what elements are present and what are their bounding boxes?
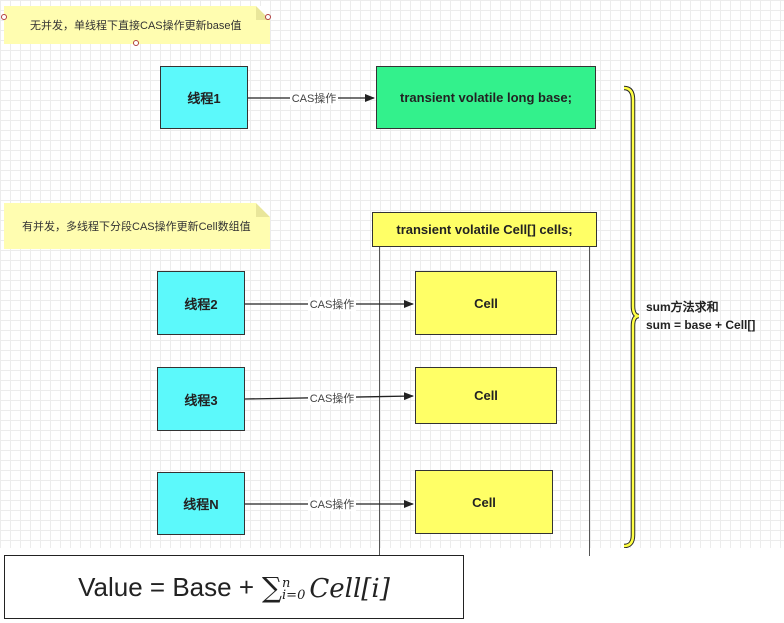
connectors-layer: CAS操作 CAS操作 CAS操作 CAS操作 — [244, 85, 640, 548]
cell-label: Cell — [474, 295, 498, 311]
base-field-box[interactable]: transient volatile long base; — [376, 66, 596, 129]
thread-3-label: 线程3 — [184, 392, 218, 408]
resize-handle-right[interactable] — [265, 14, 271, 20]
sigma-symbol: ∑ — [262, 570, 283, 604]
note-with-concurrency[interactable]: 有并发，多线程下分段CAS操作更新Cell数组值 — [4, 203, 270, 249]
edge-label: CAS操作 — [310, 391, 355, 405]
cells-array-container[interactable] — [379, 246, 590, 556]
note-fold-cutout — [256, 203, 270, 217]
cell-box[interactable]: Cell — [415, 367, 557, 424]
cells-field-label: transient volatile Cell[] cells; — [396, 222, 573, 237]
resize-handle-bottom[interactable] — [133, 40, 139, 46]
edge-thread-n-to-cell[interactable]: CAS操作 — [245, 497, 414, 511]
cell-label: Cell — [474, 388, 498, 403]
thread-3-box[interactable]: 线程3 — [157, 367, 245, 431]
thread-1-label: 线程1 — [187, 91, 221, 106]
cell-label: Cell — [472, 494, 496, 510]
edge-thread-1-to-base[interactable]: CAS操作 — [248, 91, 375, 105]
edge-thread-3-to-cell[interactable]: CAS操作 — [244, 391, 414, 405]
thread-1-box[interactable]: 线程1 — [160, 66, 248, 129]
edge-label: CAS操作 — [292, 91, 337, 105]
sum-upper-limit: n — [282, 575, 291, 591]
resize-handle-left[interactable] — [1, 14, 7, 20]
note-no-concurrency-text: 无并发，单线程下直接CAS操作更新base值 — [30, 20, 242, 32]
formula-term: Cell[i] — [309, 573, 390, 604]
sum-brace[interactable] — [623, 85, 640, 548]
thread-2-label: 线程2 — [184, 296, 218, 312]
base-field-label: transient volatile long base; — [400, 90, 572, 105]
cell-box[interactable]: Cell — [415, 271, 557, 335]
thread-2-box[interactable]: 线程2 — [157, 271, 245, 335]
sum-lower-limit: i=0 — [282, 587, 306, 603]
diagram-canvas: 无并发，单线程下直接CAS操作更新base值 有并发，多线程下分段CAS操作更新… — [0, 0, 784, 556]
sum-line-1: sum方法求和 — [646, 300, 719, 314]
edge-label: CAS操作 — [310, 497, 355, 511]
edge-thread-2-to-cell[interactable]: CAS操作 — [245, 297, 414, 311]
cells-field-header[interactable]: transient volatile Cell[] cells; — [372, 212, 597, 247]
sum-line-2: sum = base + Cell[] — [646, 318, 756, 332]
thread-n-box[interactable]: 线程N — [157, 472, 245, 535]
thread-n-label: 线程N — [183, 497, 219, 512]
sum-description: sum方法求和 sum = base + Cell[] — [646, 298, 755, 334]
edge-label: CAS操作 — [310, 297, 355, 311]
cell-box[interactable]: Cell — [415, 470, 553, 534]
formula-prefix: Value = Base + — [78, 571, 255, 602]
note-with-concurrency-text: 有并发，多线程下分段CAS操作更新Cell数组值 — [22, 221, 251, 233]
